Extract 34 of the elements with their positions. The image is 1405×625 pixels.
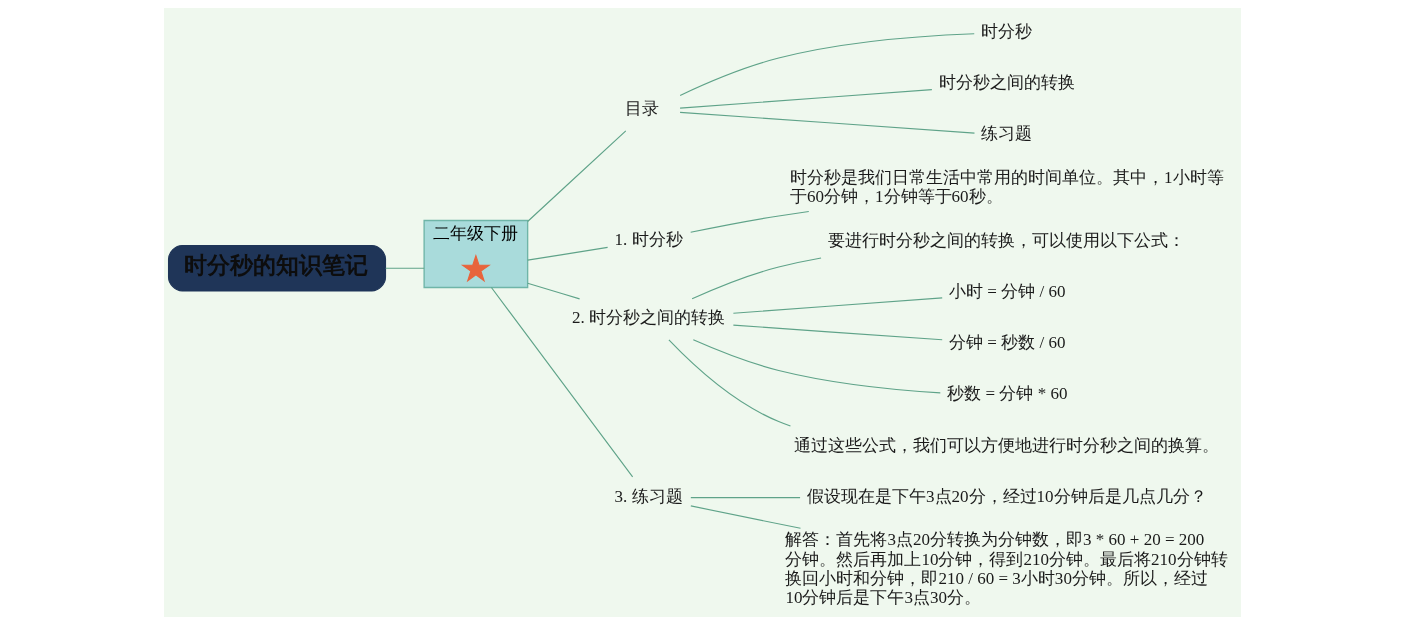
connector: [732, 297, 943, 314]
connector: [679, 111, 976, 134]
node-text: 目录: [625, 99, 660, 119]
node-text: 分钟 = 秒数 / 60: [949, 333, 1066, 353]
connector: [690, 505, 802, 529]
connector: [679, 33, 975, 96]
connector: [527, 130, 627, 223]
node-text: 3. 练习题: [614, 486, 683, 506]
connector: [668, 339, 792, 427]
connector: [690, 497, 801, 499]
node-text: 时分秒是我们日常生活中常用的时间单位。其中，1小时等于60分钟，1分钟等于60秒。: [790, 168, 1224, 207]
node-text: 练习题: [981, 124, 1033, 144]
node-box: 时分秒的知识笔记: [167, 244, 387, 292]
connector: [732, 324, 943, 341]
connector: [527, 246, 609, 261]
connector: [527, 282, 581, 300]
cluster: 二年级下册: [423, 219, 529, 289]
node-text: 要进行时分秒之间的转换，可以使用以下公式：: [828, 231, 1186, 251]
connector: [692, 339, 941, 394]
node-star: [460, 253, 491, 283]
node-text: 秒数 = 分钟 * 60: [947, 384, 1068, 404]
node-text: 1. 时分秒: [614, 229, 683, 249]
connector: [690, 210, 810, 233]
node-text: 假设现在是下午3点20分，经过10分钟后是几点几分？: [807, 486, 1207, 506]
connector: [385, 267, 425, 269]
connector: [679, 89, 933, 109]
node-text: 解答：首先将3点20分转换为分钟数，即3 * 60 + 20 = 200分钟。然后再加上10分钟，得到210分钟。最后将210分钟转换回小时和分钟，即210 / 60 = 3小时30分钟。所以，经过10分钟后是下午3点30分。: [785, 530, 1228, 608]
connector: [490, 286, 634, 478]
connector: [691, 257, 822, 300]
node-text: 时分秒之间的转换: [938, 73, 1075, 93]
node-text: 时分秒: [981, 22, 1033, 42]
node-text: 2. 时分秒之间的转换: [571, 308, 725, 328]
node-text: 通过这些公式，我们可以方便地进行时分秒之间的换算。: [794, 435, 1220, 455]
node-text: 小时 = 分钟 / 60: [949, 282, 1066, 302]
